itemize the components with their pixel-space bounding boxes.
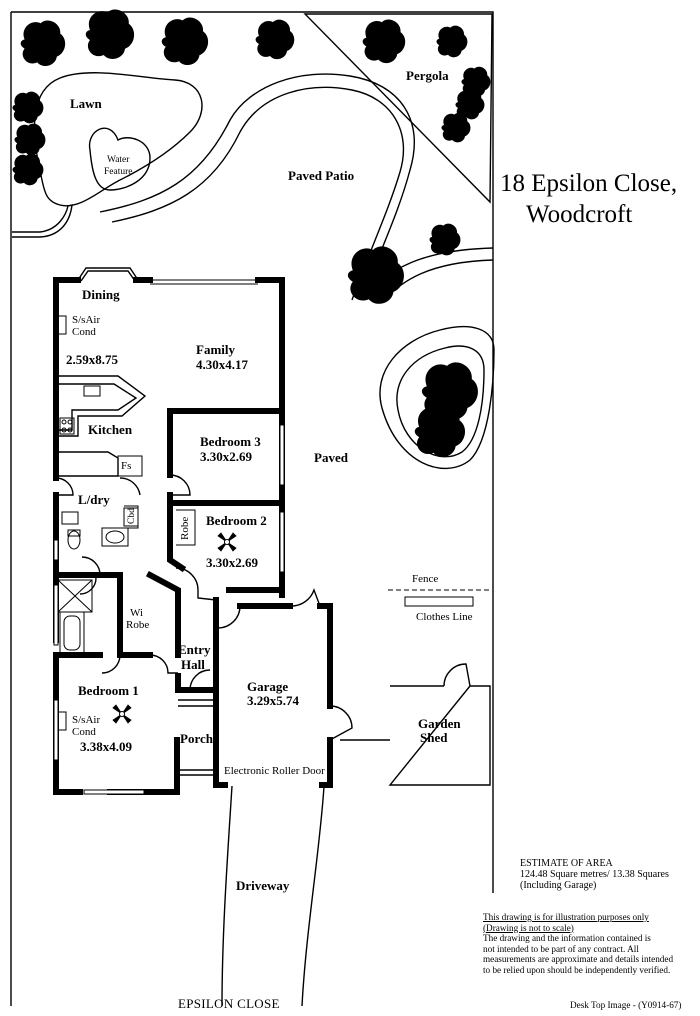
property-boundary bbox=[10, 11, 494, 1006]
disclaimer-line: This drawing is for illustration purpose… bbox=[483, 912, 649, 922]
disclaimer-line: to be relied upon should be independentl… bbox=[483, 964, 671, 975]
roller-door-label: Electronic Roller Door bbox=[224, 765, 325, 777]
estimate-note: (Including Garage) bbox=[520, 880, 597, 891]
water-feature-label: Water bbox=[107, 155, 130, 165]
disclaimer-line: (Drawing is not to scale) bbox=[483, 922, 574, 933]
pergola-label: Pergola bbox=[406, 68, 449, 83]
driveway-label: Driveway bbox=[236, 878, 290, 893]
dining-label: Dining bbox=[82, 287, 120, 302]
address-line1: 18 Epsilon Close, bbox=[500, 170, 678, 197]
ceiling-fan-icon bbox=[112, 704, 132, 724]
bedroom3-label: Bedroom 3 bbox=[200, 434, 261, 449]
walk-in-robe-label: Wi bbox=[130, 607, 143, 619]
doors bbox=[55, 474, 353, 741]
porch-label: Porch bbox=[180, 731, 214, 746]
robe-label: Robe bbox=[179, 517, 191, 540]
robe-lines bbox=[124, 505, 196, 546]
garage-size: 3.29x5.74 bbox=[247, 693, 300, 708]
kitchen-label: Kitchen bbox=[88, 422, 133, 437]
paved-label: Paved bbox=[314, 450, 349, 465]
area-estimate: ESTIMATE OF AREA 124.48 Square metres/ 1… bbox=[520, 858, 669, 891]
disclaimer-line: measurements are approximate and details… bbox=[483, 954, 674, 965]
garden-bed bbox=[379, 326, 495, 470]
bedroom2-size: 3.30x2.69 bbox=[206, 555, 259, 570]
dining-bay-window bbox=[77, 267, 258, 285]
fridge-space-label: Fs bbox=[121, 460, 131, 472]
lawn-area bbox=[12, 72, 203, 238]
paved-patio-label: Paved Patio bbox=[288, 168, 354, 183]
estimate-title: ESTIMATE OF AREA bbox=[520, 858, 613, 869]
fence-and-clothes-line bbox=[388, 589, 492, 607]
walk-in-robe-label: Robe bbox=[126, 619, 149, 631]
street-name: EPSILON CLOSE bbox=[178, 996, 280, 1011]
lawn-label: Lawn bbox=[70, 96, 103, 111]
pergola-outline bbox=[303, 13, 493, 204]
dining-size: 2.59x8.75 bbox=[66, 352, 119, 367]
ceiling-fan-icon bbox=[217, 532, 237, 552]
driveway bbox=[221, 785, 325, 1007]
bedroom1-label: Bedroom 1 bbox=[78, 683, 139, 698]
garage-label: Garage bbox=[247, 679, 288, 694]
aircon-unit-icon bbox=[57, 711, 67, 731]
aircon-label: Cond bbox=[72, 326, 96, 338]
room-labels: Dining S/sAir Cond 2.59x8.75 Family 4.30… bbox=[66, 287, 325, 777]
entry-hall-label: Hall bbox=[181, 657, 205, 672]
aircon-label: S/sAir bbox=[72, 314, 100, 326]
bedroom1-size: 3.38x4.09 bbox=[80, 739, 133, 754]
bathroom-fixtures bbox=[57, 507, 139, 655]
bedroom2-label: Bedroom 2 bbox=[206, 513, 267, 528]
entry-hall-label: Entry bbox=[178, 642, 211, 657]
family-label: Family bbox=[196, 342, 235, 357]
aircon-label: S/sAir bbox=[72, 714, 100, 726]
aircon-label: Cond bbox=[72, 726, 96, 738]
garden-shed bbox=[340, 663, 491, 786]
windows bbox=[53, 424, 285, 795]
property-address: 18 Epsilon Close, Woodcroft bbox=[500, 168, 677, 230]
laundry-label: L/dry bbox=[78, 492, 110, 507]
water-feature bbox=[88, 127, 151, 191]
clothes-line-label: Clothes Line bbox=[416, 611, 473, 623]
garden-shed-label: Shed bbox=[420, 730, 448, 745]
disclaimer-line: The drawing and the information containe… bbox=[483, 933, 651, 944]
aircon-unit-icon bbox=[57, 315, 67, 335]
kitchen-bench bbox=[58, 375, 147, 477]
patio-path bbox=[99, 73, 494, 303]
image-reference: Desk Top Image - (Y0914-67) bbox=[570, 1000, 682, 1010]
address-line2: Woodcroft bbox=[526, 201, 633, 228]
disclaimer: This drawing is for illustration purpose… bbox=[483, 912, 697, 976]
family-size: 4.30x4.17 bbox=[196, 357, 249, 372]
water-feature-label: Feature bbox=[104, 167, 133, 177]
cupboard-label: Cbd bbox=[127, 508, 137, 524]
garden-shed-label: Garden bbox=[418, 716, 461, 731]
disclaimer-line: not intended to be part of any contract.… bbox=[483, 943, 639, 954]
outdoor-labels: Lawn Water Feature Pergola Paved Patio P… bbox=[70, 68, 473, 893]
fence-label: Fence bbox=[412, 573, 438, 585]
bedroom3-size: 3.30x2.69 bbox=[200, 449, 253, 464]
porch bbox=[178, 699, 214, 776]
estimate-area: 124.48 Square metres/ 13.38 Squares bbox=[520, 869, 669, 880]
